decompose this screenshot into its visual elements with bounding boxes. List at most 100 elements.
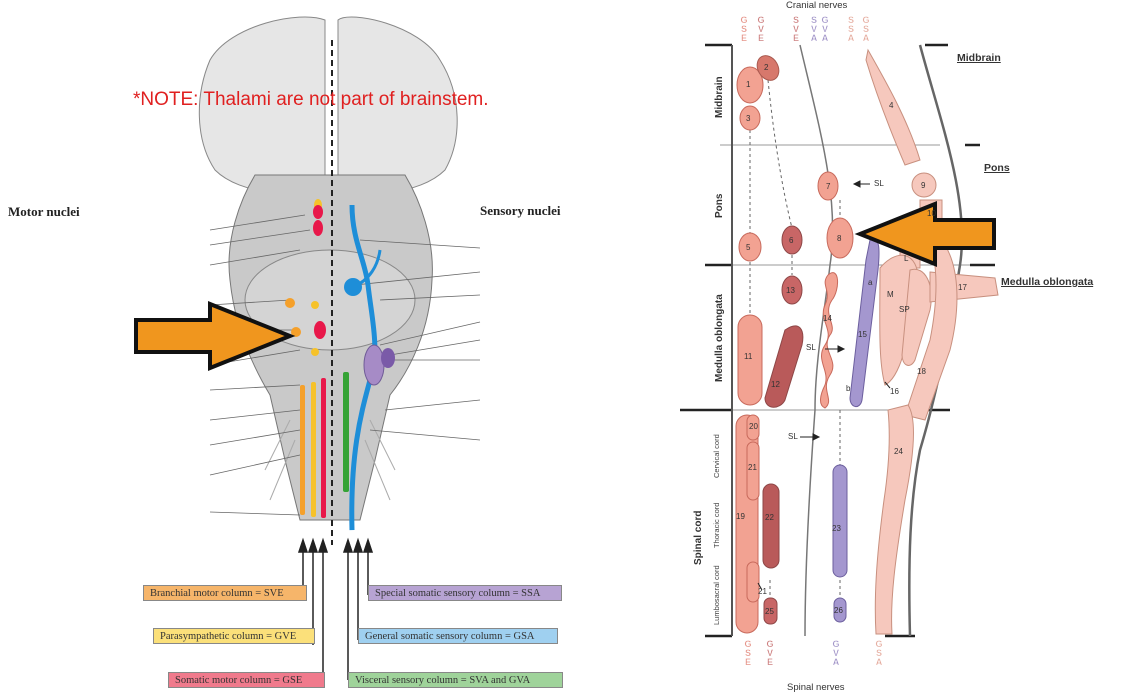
nucleus-2 bbox=[756, 55, 780, 81]
label-15: 15 bbox=[858, 330, 867, 339]
sulcus-limitans bbox=[799, 44, 834, 637]
ssa-nucleus-1 bbox=[363, 344, 385, 386]
pointer-arrow-right bbox=[854, 201, 996, 267]
nucleus-12 bbox=[764, 325, 804, 408]
label-25: 25 bbox=[765, 607, 774, 616]
label-12: 12 bbox=[771, 380, 780, 389]
letter-M: M bbox=[887, 290, 894, 299]
letter-b: b bbox=[846, 384, 851, 393]
nucleus-orange-1 bbox=[285, 298, 295, 308]
letter-L: L bbox=[904, 254, 909, 263]
column-gve-bar bbox=[311, 382, 316, 517]
nucleus-6 bbox=[781, 225, 803, 255]
nucleus-5 bbox=[738, 232, 762, 262]
label-23: 23 bbox=[832, 524, 841, 533]
side-midbrain: Midbrain bbox=[957, 52, 1001, 64]
code-sva-top: S V A bbox=[810, 15, 818, 43]
label-6: 6 bbox=[789, 236, 794, 245]
label-9: 9 bbox=[921, 181, 926, 190]
nucleus-yellow-2 bbox=[311, 348, 319, 356]
region-medulla: Medulla oblongata bbox=[714, 294, 725, 382]
side-medulla: Medulla oblongata bbox=[1001, 276, 1094, 288]
nucleus-11 bbox=[737, 314, 763, 406]
label-26: 26 bbox=[834, 606, 843, 615]
nucleus-red-3 bbox=[314, 321, 326, 339]
nucleus-yellow-1 bbox=[311, 301, 319, 309]
code-gve-bottom: G V E bbox=[766, 639, 774, 667]
legend-sve: Branchial motor column = SVE bbox=[143, 585, 307, 601]
code-gsa-top: G S A bbox=[862, 15, 870, 43]
legend-gve: Parasympathetic column = GVE bbox=[153, 628, 315, 644]
label-19: 19 bbox=[736, 512, 745, 521]
nucleus-15 bbox=[849, 238, 880, 407]
nucleus-7 bbox=[817, 171, 839, 201]
motor-nuclei-label: Motor nuclei bbox=[8, 204, 80, 219]
legend-ssa: Special somatic sensory column = SSA bbox=[368, 585, 562, 601]
legend-gse: Somatic motor column = GSE bbox=[168, 672, 325, 688]
nucleus-23 bbox=[832, 464, 848, 578]
label-7: 7 bbox=[826, 182, 831, 191]
label-13: 13 bbox=[786, 286, 795, 295]
column-gse-bar bbox=[321, 378, 326, 518]
nucleus-21 bbox=[746, 441, 760, 501]
nuclear-columns-diagram bbox=[680, 43, 999, 638]
label-5: 5 bbox=[746, 243, 751, 252]
code-gva-top: G V A bbox=[821, 15, 829, 43]
label-24: 24 bbox=[894, 447, 903, 456]
label-21: 21 bbox=[748, 463, 757, 472]
label-8: 8 bbox=[837, 234, 842, 243]
code-sve-top: S V E bbox=[792, 15, 799, 43]
column-sve-bar bbox=[300, 385, 305, 515]
nucleus-21b bbox=[746, 561, 760, 603]
label-17: 17 bbox=[958, 283, 967, 292]
legend-visceral: Visceral sensory column = SVA and GVA bbox=[348, 672, 563, 688]
nucleus-24 bbox=[874, 404, 915, 635]
nucleus-22 bbox=[762, 483, 780, 569]
nucleus-4 bbox=[865, 48, 921, 166]
label-3: 3 bbox=[746, 114, 751, 123]
cranial-nerves-title: Cranial nerves bbox=[786, 0, 848, 11]
rootlets bbox=[264, 419, 396, 501]
nucleus-orange-2 bbox=[291, 327, 301, 337]
sl-label-1: SL bbox=[874, 179, 884, 188]
label-11: 11 bbox=[744, 352, 753, 361]
region-spinal-cord: Spinal cord bbox=[693, 510, 704, 565]
nucleus-red-2 bbox=[313, 220, 323, 236]
nucleus-SP bbox=[901, 268, 932, 366]
code-gva-bottom: G V A bbox=[832, 639, 840, 667]
column-visceral-bar bbox=[343, 372, 349, 492]
code-gsa-bottom: G S A bbox=[875, 639, 883, 667]
sensory-pointer-lines bbox=[354, 239, 481, 441]
legend-gsa: General somatic sensory column = GSA bbox=[358, 628, 558, 644]
nucleus-red-1 bbox=[313, 205, 323, 219]
side-pons: Pons bbox=[984, 162, 1010, 174]
ssa-nucleus-2 bbox=[381, 348, 395, 368]
letter-a: a bbox=[868, 278, 873, 287]
region-midbrain: Midbrain bbox=[714, 76, 725, 118]
thalami-note: *NOTE: Thalami are not part of brainstem… bbox=[133, 89, 489, 110]
label-18: 18 bbox=[917, 367, 926, 376]
label-20: 20 bbox=[749, 422, 758, 431]
nucleus-13 bbox=[781, 275, 803, 305]
label-10: 10 bbox=[927, 209, 936, 218]
label-1: 1 bbox=[746, 80, 751, 89]
code-gve-top: G V E bbox=[757, 15, 765, 43]
label-21b: 21 bbox=[758, 587, 767, 596]
nucleus-9 bbox=[911, 172, 937, 198]
code-gse-bottom: G S E bbox=[744, 639, 752, 667]
letter-SP: SP bbox=[899, 305, 910, 314]
sl-arrows bbox=[757, 180, 891, 591]
label-22: 22 bbox=[765, 513, 774, 522]
sl-label-3: SL bbox=[788, 432, 798, 441]
label-2: 2 bbox=[764, 63, 769, 72]
column-arrows bbox=[297, 537, 374, 680]
nucleus-26 bbox=[833, 597, 847, 623]
pointer-arrow-left bbox=[134, 301, 296, 371]
code-gse-top: G S E bbox=[740, 15, 748, 43]
sl-label-2: SL bbox=[806, 343, 816, 352]
gsa-branch bbox=[352, 249, 382, 289]
nucleus-25 bbox=[763, 597, 778, 625]
thoracic-cord-label: Thoracic cord bbox=[712, 502, 721, 548]
nucleus-8 bbox=[826, 217, 854, 259]
code-ssa-top: S S A bbox=[847, 15, 855, 43]
